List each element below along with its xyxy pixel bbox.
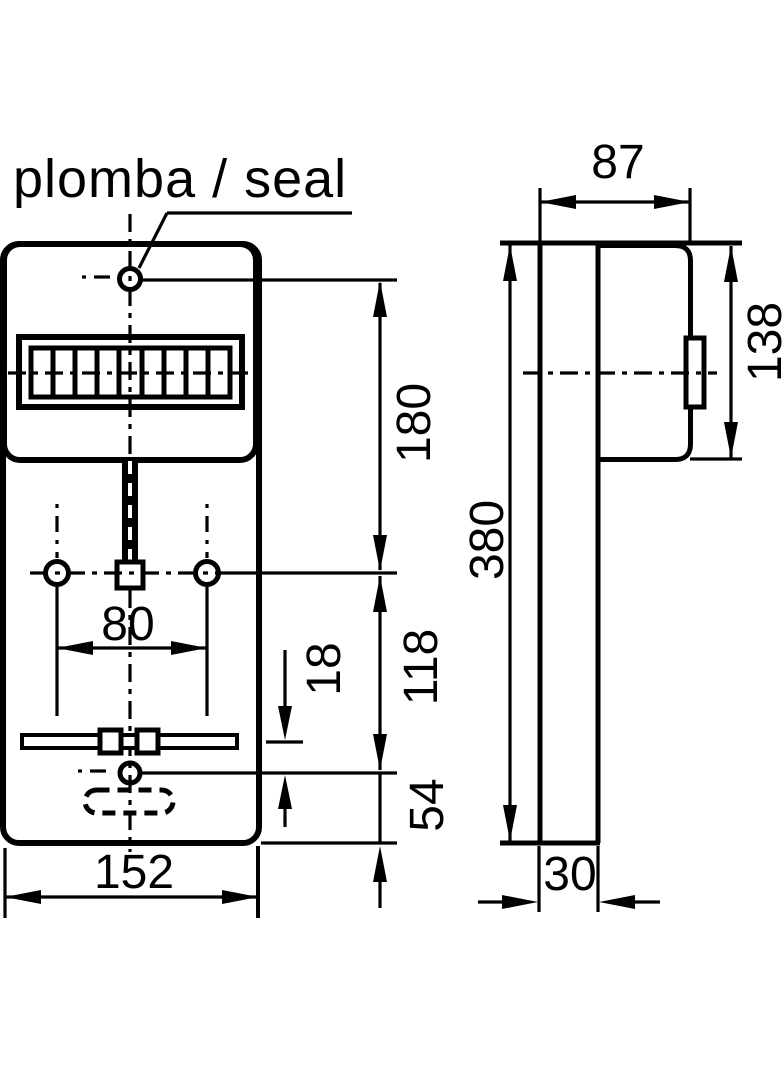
dim-180-label: 180 xyxy=(388,383,441,463)
dim-138-label: 138 xyxy=(739,302,784,382)
dim-380-label: 380 xyxy=(461,500,514,580)
arrowhead-left xyxy=(57,641,93,655)
dim-152-label: 152 xyxy=(94,846,174,899)
side-dimensions: 87 380 138 30 xyxy=(461,136,784,912)
dim-380: 380 xyxy=(461,245,517,841)
dim-118: 118 xyxy=(373,576,448,770)
dim-180: 180 xyxy=(373,281,441,571)
keyhole-square xyxy=(114,559,146,591)
dim-87-label: 87 xyxy=(591,136,644,189)
dim-18-label: 18 xyxy=(298,642,351,695)
side-view xyxy=(500,240,742,846)
dim-30-label: 30 xyxy=(543,848,596,901)
dim-138: 138 xyxy=(724,246,784,458)
seal-hole-upper xyxy=(117,266,143,292)
dim-118-label: 118 xyxy=(395,629,448,706)
dim-80: 80 xyxy=(55,587,209,716)
rail-clip-left xyxy=(97,727,124,756)
seal-hole-lower xyxy=(117,760,143,786)
seal-leader-diagonal xyxy=(137,212,169,269)
rail-bar xyxy=(20,733,239,750)
dim-87: 87 xyxy=(538,136,692,243)
rail-clip-right xyxy=(134,727,161,756)
dim-54-label: 54 xyxy=(401,778,454,831)
din-rail xyxy=(20,727,239,756)
dim-30: 30 xyxy=(478,846,660,912)
meter-body-profile xyxy=(598,243,693,462)
dim-152: 152 xyxy=(3,846,260,918)
dim-80-label: 80 xyxy=(101,598,154,651)
hidden-slot-outline xyxy=(82,787,176,816)
seal-annotation: plomba / seal xyxy=(13,149,347,209)
dim-18: 18 xyxy=(278,642,351,827)
dim-54: 54 xyxy=(373,773,454,908)
front-dimensions: 80 180 118 18 54 xyxy=(3,278,454,918)
arrowhead-right xyxy=(171,641,207,655)
front-view xyxy=(0,211,352,852)
